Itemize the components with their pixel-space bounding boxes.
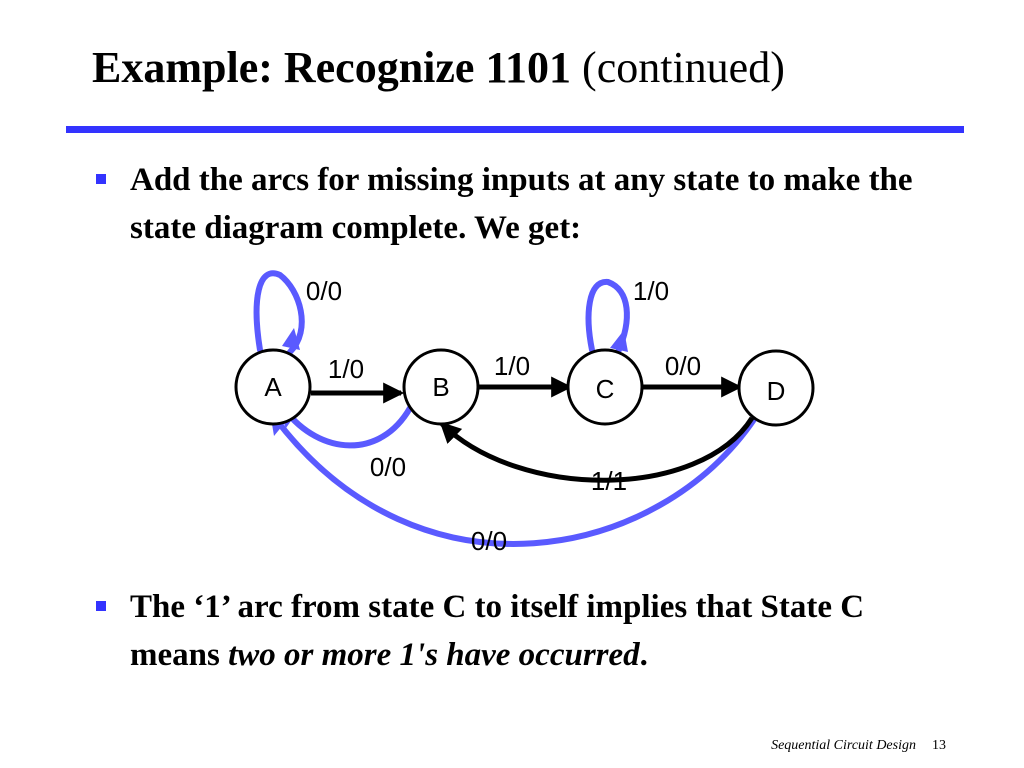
arc-c-self-loop-arrowhead [610, 330, 628, 352]
arc-label-c-d: 0/0 [665, 351, 701, 381]
bullet-text-1: Add the arcs for missing inputs at any s… [130, 162, 913, 246]
arc-label-a-b: 1/0 [328, 354, 364, 384]
bullet-item-2: The ‘1’ arc from state C to itself impli… [96, 583, 916, 679]
arc-label-c-self: 1/0 [633, 276, 669, 306]
state-d: D [737, 349, 815, 427]
bullet-2-italic: two or more 1's have occurred [228, 637, 640, 673]
arc-label-b-c: 1/0 [494, 351, 530, 381]
arc-label-d-b: 1/1 [591, 466, 627, 496]
arc-b-to-a [282, 405, 413, 449]
slide-title: Example: Recognize 1101 (continued) [92, 42, 785, 93]
bullet-item-1: Add the arcs for missing inputs at any s… [96, 156, 916, 252]
title-suffix: (continued) [582, 43, 785, 92]
slide-footer: Sequential Circuit Design 13 [771, 738, 946, 754]
bullet-square-icon [96, 174, 106, 184]
title-main: Example: Recognize 1101 [92, 43, 572, 92]
title-divider [66, 126, 964, 133]
arc-label-d-a: 0/0 [471, 526, 507, 556]
state-b: B [402, 348, 480, 426]
arc-a-self-loop [253, 270, 305, 355]
state-a: A [234, 348, 312, 426]
arc-a-self-loop-arrowhead [282, 328, 300, 350]
state-a-label: A [264, 372, 282, 402]
bullet-text-2: The ‘1’ arc from state C to itself impli… [130, 583, 916, 679]
bullet-2-plain: The ‘1’ arc from state C to itself impli… [130, 589, 865, 673]
state-c: C [566, 348, 644, 426]
page-number: 13 [932, 738, 946, 753]
arc-label-a-self: 0/0 [306, 276, 342, 306]
state-d-label: D [767, 376, 786, 406]
state-b-label: B [432, 372, 449, 402]
arc-d-to-a [272, 415, 758, 547]
arc-label-b-a: 0/0 [370, 452, 406, 482]
footer-title: Sequential Circuit Design [771, 738, 916, 753]
bullet-square-icon [96, 601, 106, 611]
arc-c-self-loop [585, 279, 630, 355]
state-c-label: C [596, 374, 615, 404]
bullet-2-end: . [639, 637, 648, 673]
arc-d-to-b [439, 416, 755, 483]
